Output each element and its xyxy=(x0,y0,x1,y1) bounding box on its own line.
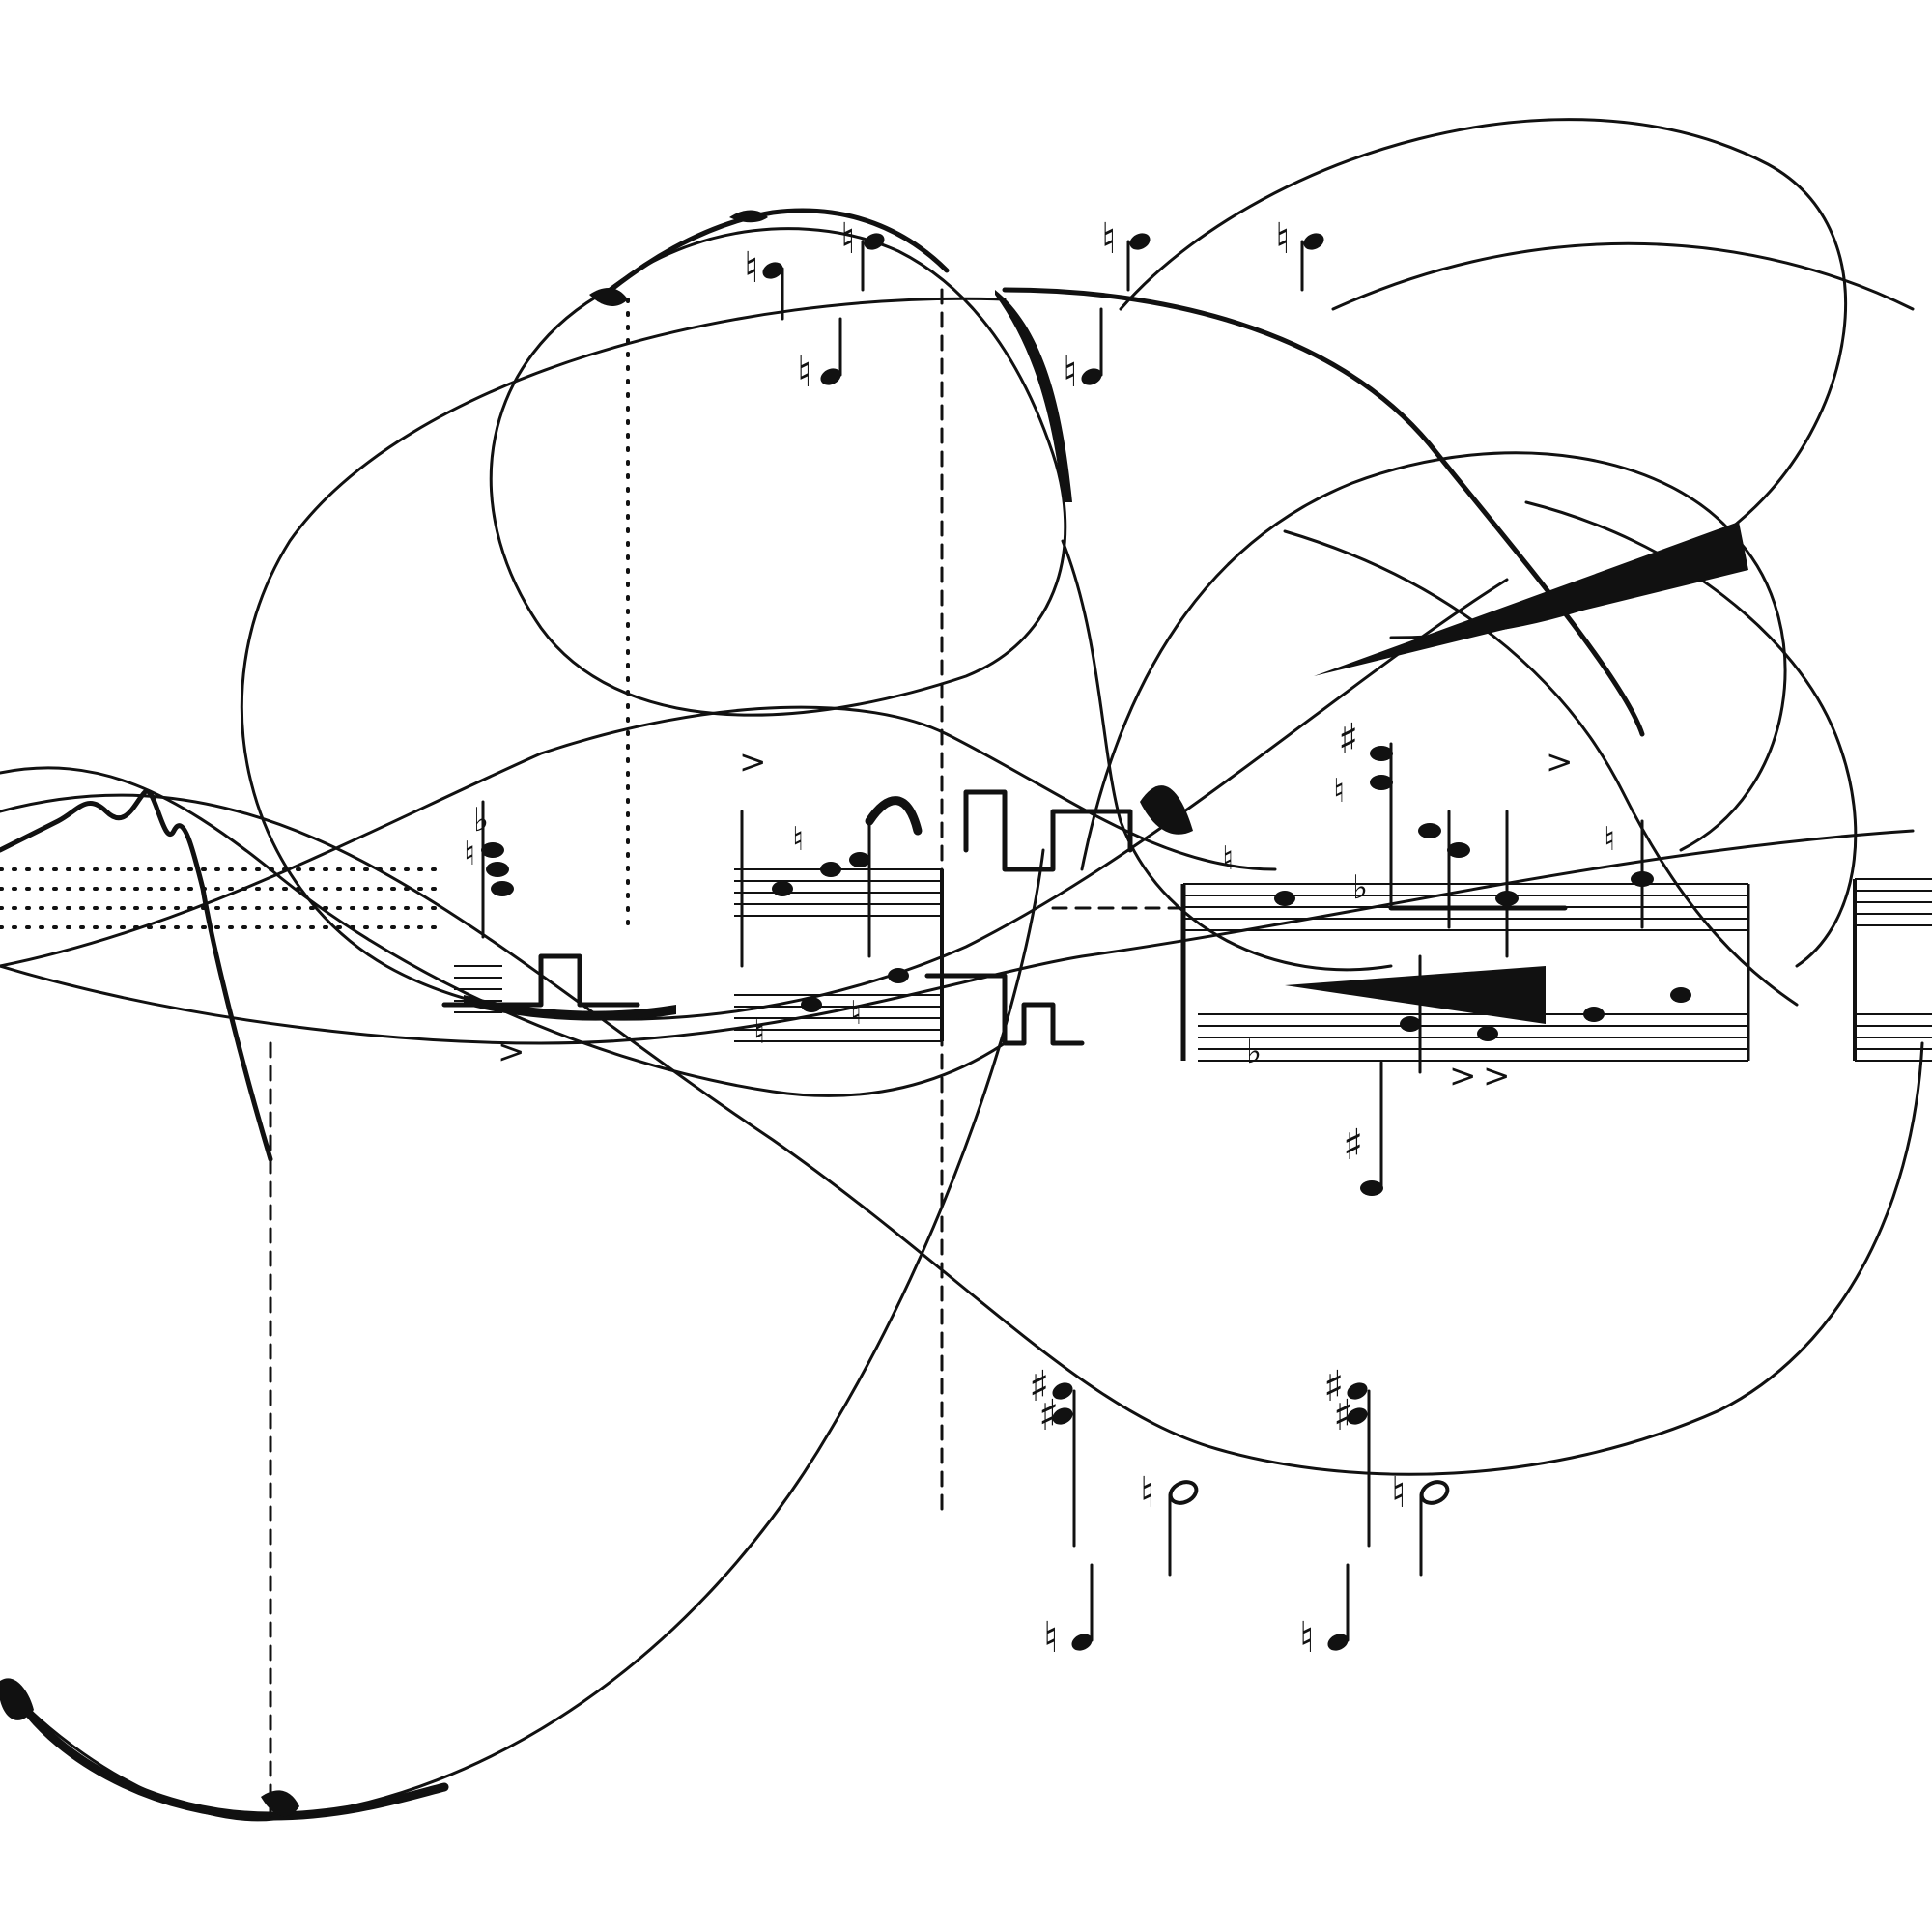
natural-glyph: ♮ xyxy=(1101,214,1117,264)
far-right-curve xyxy=(1331,242,1915,311)
right-lobe-curve xyxy=(1524,500,1858,968)
lower-left-swoosh xyxy=(14,1695,449,1821)
natural-glyph: ♮ xyxy=(792,820,804,859)
natural-glyph: ♮ xyxy=(840,214,856,264)
upper-swoosh xyxy=(995,290,1072,502)
bottom-left-swoosh xyxy=(464,995,676,1021)
upper-loop-curve xyxy=(489,227,1067,717)
natural-glyph: ♮ xyxy=(464,835,475,873)
top-note-cluster: ♮ ♮ ♮ ♮ ♮ ♮ xyxy=(744,214,1324,397)
ink-blots xyxy=(0,210,1193,1817)
note-head xyxy=(1129,233,1151,250)
flat-glyph: ♭ xyxy=(473,801,489,839)
natural-glyph: ♮ xyxy=(797,348,812,397)
accent-glyph: > xyxy=(497,1033,526,1071)
left-wavy-line xyxy=(0,788,273,1162)
connector-lines xyxy=(0,288,1180,1818)
note-head xyxy=(762,262,783,279)
half-note-head xyxy=(1419,1480,1450,1505)
sharp-glyph: ♯ xyxy=(1038,1391,1059,1440)
half-note-head xyxy=(1168,1480,1199,1505)
natural-glyph: ♮ xyxy=(1333,772,1345,810)
wide-lower-loop-curve xyxy=(0,829,1915,1045)
step-lines xyxy=(441,789,1133,1046)
note-head xyxy=(1347,1407,1368,1425)
natural-glyph: ♮ xyxy=(1604,820,1615,859)
dense-notation-right: ♯ ♮ > ♮ ♭ ♮ ♭ > > ♯ xyxy=(1222,715,1691,1196)
accent-glyph: > xyxy=(1546,743,1574,781)
note-head xyxy=(820,368,841,385)
sharp-glyph: ♯ xyxy=(1029,1362,1049,1411)
beam-wedge-upper xyxy=(1314,522,1748,676)
top-blot xyxy=(729,210,768,223)
step-line-left xyxy=(441,953,640,1008)
note-head xyxy=(1052,1382,1073,1400)
natural-glyph: ♮ xyxy=(1063,348,1078,397)
beam-wedge-lower xyxy=(1285,966,1546,1024)
center-s-curve xyxy=(1061,539,1393,972)
natural-glyph: ♮ xyxy=(1222,839,1234,878)
natural-glyph: ♮ xyxy=(744,243,759,293)
big-left-loop-curve xyxy=(240,297,1509,1021)
flat-glyph: ♭ xyxy=(1352,868,1368,907)
staff-fragment-left xyxy=(454,965,502,1013)
staff-system-left xyxy=(734,868,944,1042)
center-right-loop-curve xyxy=(1080,451,1787,871)
natural-glyph: ♮ xyxy=(1391,1468,1406,1518)
flat-glyph: ♭ xyxy=(1246,1033,1262,1071)
note-head xyxy=(1327,1634,1349,1651)
bottom-long-curve xyxy=(0,793,1924,1476)
top-thick-arc xyxy=(1002,287,1645,737)
note-head xyxy=(1071,1634,1093,1651)
left-edge-blot xyxy=(0,1678,34,1720)
dense-notation-left: > ♭ ♮ ♮ ♮ ♮ > xyxy=(464,743,923,1071)
natural-glyph: ♮ xyxy=(753,1013,765,1052)
sharp-glyph: ♯ xyxy=(1323,1362,1344,1411)
natural-glyph: ♮ xyxy=(1299,1613,1315,1662)
top-bulb-swoosh xyxy=(596,208,950,302)
accent-glyph: > xyxy=(1449,1057,1477,1095)
sharp-glyph: ♯ xyxy=(1338,715,1358,764)
natural-glyph: ♮ xyxy=(1140,1468,1155,1518)
sharp-glyph: ♯ xyxy=(1333,1391,1353,1440)
bottom-note-cluster: ♯ ♯ ♮ ♮ ♯ ♯ ♮ ♮ xyxy=(1029,1362,1450,1662)
staff-system-edge xyxy=(1853,878,1932,1062)
note-head xyxy=(864,233,885,250)
right-descending-curve xyxy=(1283,529,1799,1007)
natural-glyph: ♮ xyxy=(1275,214,1291,264)
sharp-glyph: ♯ xyxy=(1343,1121,1363,1170)
note-head xyxy=(1052,1407,1073,1425)
note-head xyxy=(1081,368,1102,385)
upper-left-blot xyxy=(589,288,628,306)
step-line-upper xyxy=(963,789,1133,872)
step-line-center xyxy=(924,973,1085,1046)
loop-curves xyxy=(0,118,1924,1822)
note-head xyxy=(1347,1382,1368,1400)
natural-glyph: ♮ xyxy=(850,994,862,1033)
bottom-left-blot xyxy=(261,1790,299,1817)
natural-glyph: ♮ xyxy=(1043,1613,1059,1662)
thick-lines xyxy=(14,208,1748,1821)
accent-glyph: > xyxy=(739,743,767,781)
accent-glyph: > xyxy=(1483,1057,1511,1095)
mid-blot xyxy=(1140,785,1193,835)
note-head xyxy=(1303,233,1324,250)
